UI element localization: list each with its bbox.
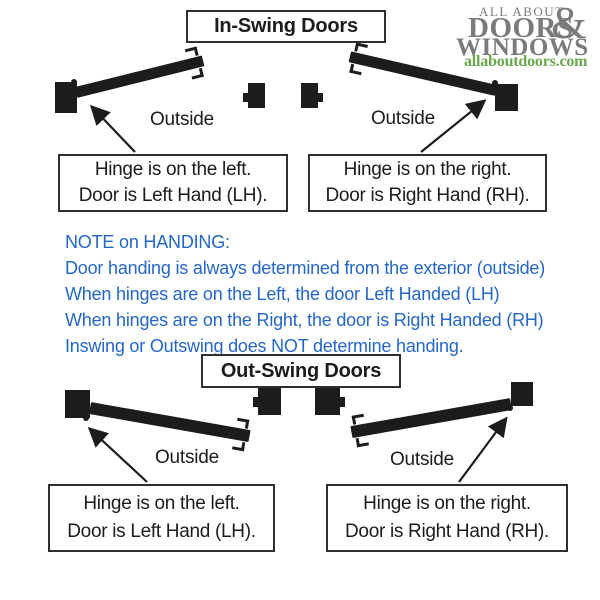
note-line: When hinges are on the Left, the door Le… — [65, 284, 500, 304]
arrow-to-inswing-left-hinge — [89, 104, 136, 153]
caption-line: Hinge is on the right. — [343, 159, 512, 180]
inswing-left-hinge-jamb — [55, 82, 77, 113]
outswing-title-box: Out-Swing Doors — [201, 354, 401, 388]
caption-line: Door is Right Hand (RH). — [325, 185, 530, 206]
caption-line: Hinge is on the left. — [83, 493, 240, 514]
outswing-strike-jamb-left — [258, 388, 281, 415]
arrow-to-inswing-right-hinge — [420, 99, 487, 153]
inswing-strike-tab-left — [243, 93, 248, 102]
inswing-strike-jamb-left — [248, 83, 265, 108]
logo-website-link: allaboutdoors.com — [464, 53, 588, 70]
caption-line: Hinge is on the right. — [363, 493, 531, 514]
outswing-strike-tab-left — [253, 397, 258, 407]
inswing-left-outside-label: Outside — [149, 109, 215, 130]
outswing-right-caption-box: Hinge is on the right. Door is Right Han… — [326, 484, 568, 552]
caption-line: Door is Right Hand (RH). — [345, 521, 549, 542]
logo-ampersand-icon: & — [551, 0, 587, 48]
inswing-strike-jamb-right — [301, 83, 318, 108]
inswing-strike-tab-right — [318, 93, 323, 102]
inswing-left-caption-box: Hinge is on the left. Door is Left Hand … — [58, 154, 288, 212]
inswing-right-caption-box: Hinge is on the right. Door is Right Han… — [308, 154, 547, 212]
caption-line: Door is Left Hand (LH). — [67, 521, 256, 542]
arrow-to-outswing-right-hinge — [458, 416, 508, 483]
logo-windows: WINDOWS — [456, 34, 589, 61]
note-line: Door handing is always determined from t… — [65, 258, 546, 278]
inswing-right-outside-label: Outside — [370, 108, 436, 129]
outswing-left-caption-box: Hinge is on the left. Door is Left Hand … — [48, 484, 275, 552]
logo-all-about: ALL ABOUT — [479, 4, 565, 19]
inswing-right-hinge-pin — [492, 80, 498, 86]
caption-line: Door is Left Hand (LH). — [78, 185, 268, 206]
note-heading: NOTE on HANDING: — [65, 232, 230, 252]
note-line: Inswing or Outswing does NOT determine h… — [65, 336, 464, 356]
inswing-title-box: In-Swing Doors — [186, 10, 386, 43]
handing-note: NOTE on HANDING: Door handing is always … — [65, 229, 545, 359]
logo-doors: DOORS — [468, 12, 574, 44]
note-line: When hinges are on the Right, the door i… — [65, 310, 544, 330]
inswing-right-hinge-jamb — [495, 84, 518, 111]
outswing-title: Out-Swing Doors — [220, 359, 382, 382]
outswing-strike-jamb-right — [315, 388, 340, 415]
outswing-strike-tab-right — [340, 397, 345, 407]
inswing-title: In-Swing Doors — [214, 15, 358, 37]
arrow-to-outswing-left-hinge — [87, 427, 148, 483]
outswing-right-hinge-jamb — [511, 382, 533, 406]
outswing-left-hinge-pin — [83, 415, 89, 421]
outswing-right-outside-label: Outside — [389, 449, 455, 470]
outswing-left-hinge-jamb — [65, 390, 90, 418]
outswing-left-outside-label: Outside — [154, 447, 220, 468]
caption-line: Hinge is on the left. — [94, 159, 252, 180]
inswing-left-hinge-pin — [71, 79, 77, 85]
